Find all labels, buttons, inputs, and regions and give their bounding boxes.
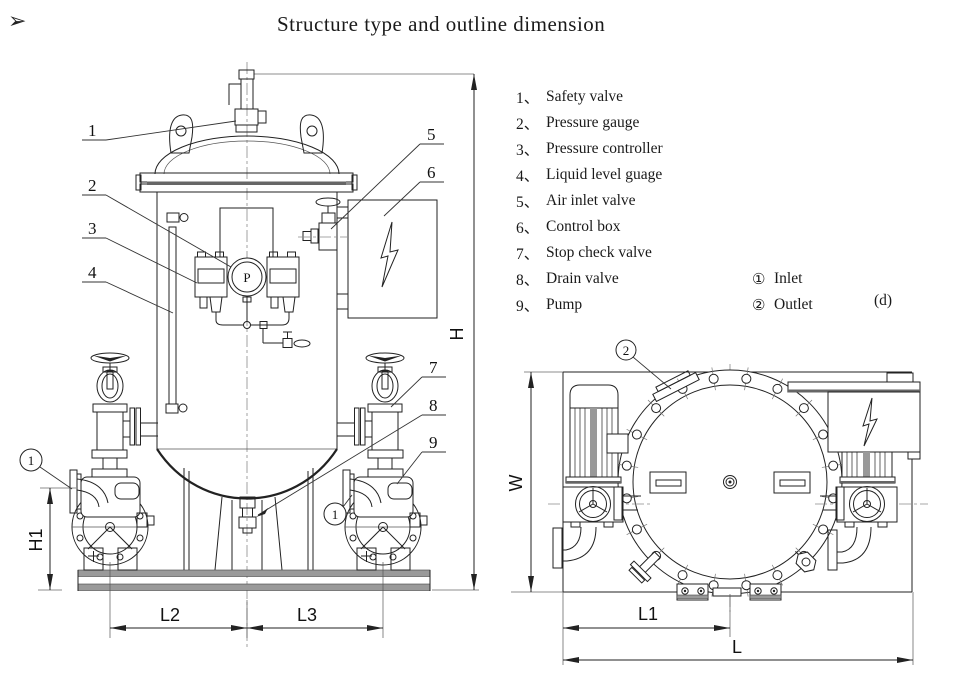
svg-text:1: 1 [28,453,35,468]
air-inlet-valve [298,197,347,251]
legend-item-drain-valve: 8、Drain valve [516,270,619,289]
legend-item-stop-check-valve: 7、Stop check valve [516,244,652,263]
svg-text:8: 8 [429,396,438,415]
legend-label: Safety valve [546,88,624,105]
top-pump-right [815,451,928,571]
svg-text:H: H [447,328,467,341]
anchor-feet [676,583,782,601]
dim-L2-L3: L2 L3 [109,562,384,638]
outlet-nozzle [652,370,700,403]
vessel-shell [135,114,358,500]
svg-text:6: 6 [427,163,436,182]
svg-text:4: 4 [88,263,97,282]
legend-item-air-inlet-valve: 5、Air inlet valve [516,192,636,211]
legend-item-pressure-controller: 3、Pressure controller [516,140,663,159]
dim-H: H [432,74,479,591]
stop-check-valve-right [336,352,405,478]
lightning-icon [862,397,878,447]
stop-check-valve [90,352,158,478]
outlet-bubble: 2 [615,339,672,390]
legend: 1、Safety valve 2、Pressure gauge 3、Pressu… [516,84,663,318]
safety-valve [228,69,474,133]
bottom-right-valve [795,551,817,573]
svg-text:W: W [506,475,526,492]
vessel-flange-top [615,367,845,597]
pump [69,469,155,571]
pressure-controllers [194,251,311,348]
svg-text:7: 7 [429,358,438,377]
svg-text:9: 9 [429,433,438,452]
dim-W: W [506,371,563,593]
inlet-circled-number: ① [752,271,766,288]
inlet-bubble-right: 1 [323,494,353,526]
base-frame [77,569,431,591]
legend-item-safety-valve: 1、Safety valve [516,88,624,107]
top-pump-left [548,384,650,569]
bottom-left-nozzle [628,551,661,584]
pump-right [342,469,428,571]
svg-text:2: 2 [88,176,97,195]
outlet-circled-number: ② [752,297,766,314]
svg-text:5: 5 [427,125,436,144]
gauge-letter: P [243,270,250,285]
pressure-gauge: P [219,207,274,322]
dim-H1: H1 [26,487,76,591]
bullet-arrow-icon: ➢ [8,8,27,33]
inlet-bubble-left: 1 [19,448,73,490]
svg-text:L: L [732,637,742,657]
front-view-callouts: 1 2 3 4 5 6 7 [19,120,446,526]
legend-item-liquid-level-guage: 4、Liquid level guage [516,166,663,185]
support-skirt [183,468,314,571]
legend-label: Control box [546,218,621,235]
top-view: 2 [506,339,928,665]
svg-text:H1: H1 [26,528,46,551]
dim-L: L [562,592,914,665]
svg-text:2: 2 [623,343,630,358]
control-box [336,199,438,319]
legend-item-control-box: 6、Control box [516,218,621,237]
front-view: P [19,62,479,648]
legend-item-pressure-gauge: 2、Pressure gauge [516,114,640,133]
legend-item-pump: 9、Pump [516,296,583,315]
top-control-box [787,372,921,460]
flange-bolts [615,367,845,597]
svg-text:L1: L1 [638,604,658,624]
figure-suffix: (d) [874,292,893,309]
svg-text:1: 1 [88,121,97,140]
svg-text:L3: L3 [297,605,317,625]
legend-label: Stop check valve [546,244,652,261]
legend-label: Pump [546,296,583,313]
dim-L1: L1 [562,592,731,637]
lightning-icon [380,221,399,288]
legend-label: Drain valve [546,270,619,287]
legend-label: Air inlet valve [546,192,636,209]
drain-valve [238,496,257,534]
page-title: Structure type and outline dimension [277,12,606,36]
liquid-level-gauge [165,212,189,414]
legend-label: Pressure gauge [546,114,640,131]
legend-label: Pressure controller [546,140,663,157]
svg-text:L2: L2 [160,605,180,625]
legend-label: Liquid level guage [546,166,663,183]
svg-text:1: 1 [332,507,339,522]
svg-text:3: 3 [88,219,97,238]
